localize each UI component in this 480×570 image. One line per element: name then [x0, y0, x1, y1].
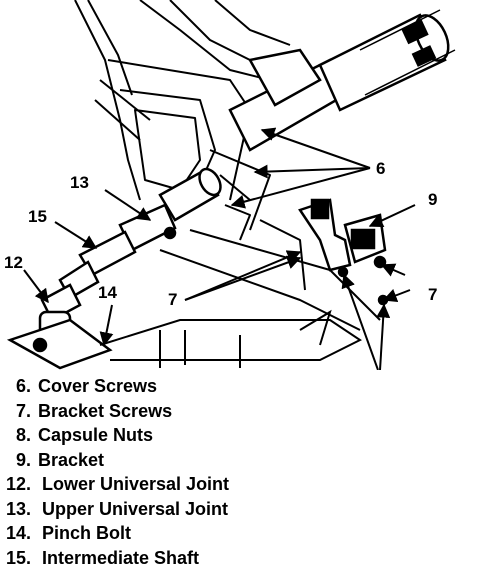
steering-column [228, 9, 456, 152]
legend-item: 13. Upper Universal Joint [0, 497, 480, 522]
legend-number: 9. [15, 449, 31, 470]
legend-text: Bracket Screws [38, 400, 173, 421]
callout-7-right: 7 [428, 285, 437, 304]
leader-lines [23, 127, 416, 370]
legend-text: Intermediate Shaft [42, 547, 200, 568]
parts-legend: 6. Cover Screws 7. Bracket Screws 8. Capsul… [0, 374, 480, 570]
legend-number: 7. [15, 400, 31, 421]
legend-item: 14. Pinch Bolt [0, 521, 480, 546]
legend-text: Bracket [38, 449, 105, 470]
steering-column-diagram: 6 9 7 7 8 13 15 12 14 [4, 0, 456, 370]
lower-joint [6, 283, 113, 370]
callout-7-left: 7 [168, 290, 177, 309]
legend-text: Cover Screws [38, 376, 158, 396]
callout-6: 6 [376, 159, 385, 178]
dashboard-structure [74, 0, 381, 331]
callout-15: 15 [28, 207, 47, 226]
legend-text: Upper Universal Joint [42, 498, 229, 519]
callout-9: 9 [428, 190, 437, 209]
legend-item: 9. Bracket [0, 448, 480, 473]
legend-text: Capsule Nuts [38, 425, 154, 445]
legend-number: 12. [5, 474, 31, 494]
legend-item: 8. Capsule Nuts [0, 423, 480, 448]
legend-number: 15. [5, 547, 31, 568]
legend-text: Lower Universal Joint [42, 474, 230, 494]
legend-item: 7. Bracket Screws [0, 399, 480, 424]
legend-number: 14. [5, 523, 31, 543]
legend-item: 15. Intermediate Shaft [0, 546, 480, 570]
legend-text: Pinch Bolt [42, 523, 131, 543]
legend-item: 6. Cover Screws [0, 374, 480, 399]
callout-13: 13 [70, 173, 89, 192]
legend-number: 13. [5, 498, 31, 519]
legend-number: 8. [15, 425, 31, 445]
callout-12: 12 [4, 253, 23, 272]
frame-rail [99, 309, 362, 368]
legend-item: 12. Lower Universal Joint [0, 472, 480, 497]
legend-number: 6. [15, 376, 31, 396]
callout-14: 14 [98, 283, 117, 302]
bracket [298, 198, 389, 306]
